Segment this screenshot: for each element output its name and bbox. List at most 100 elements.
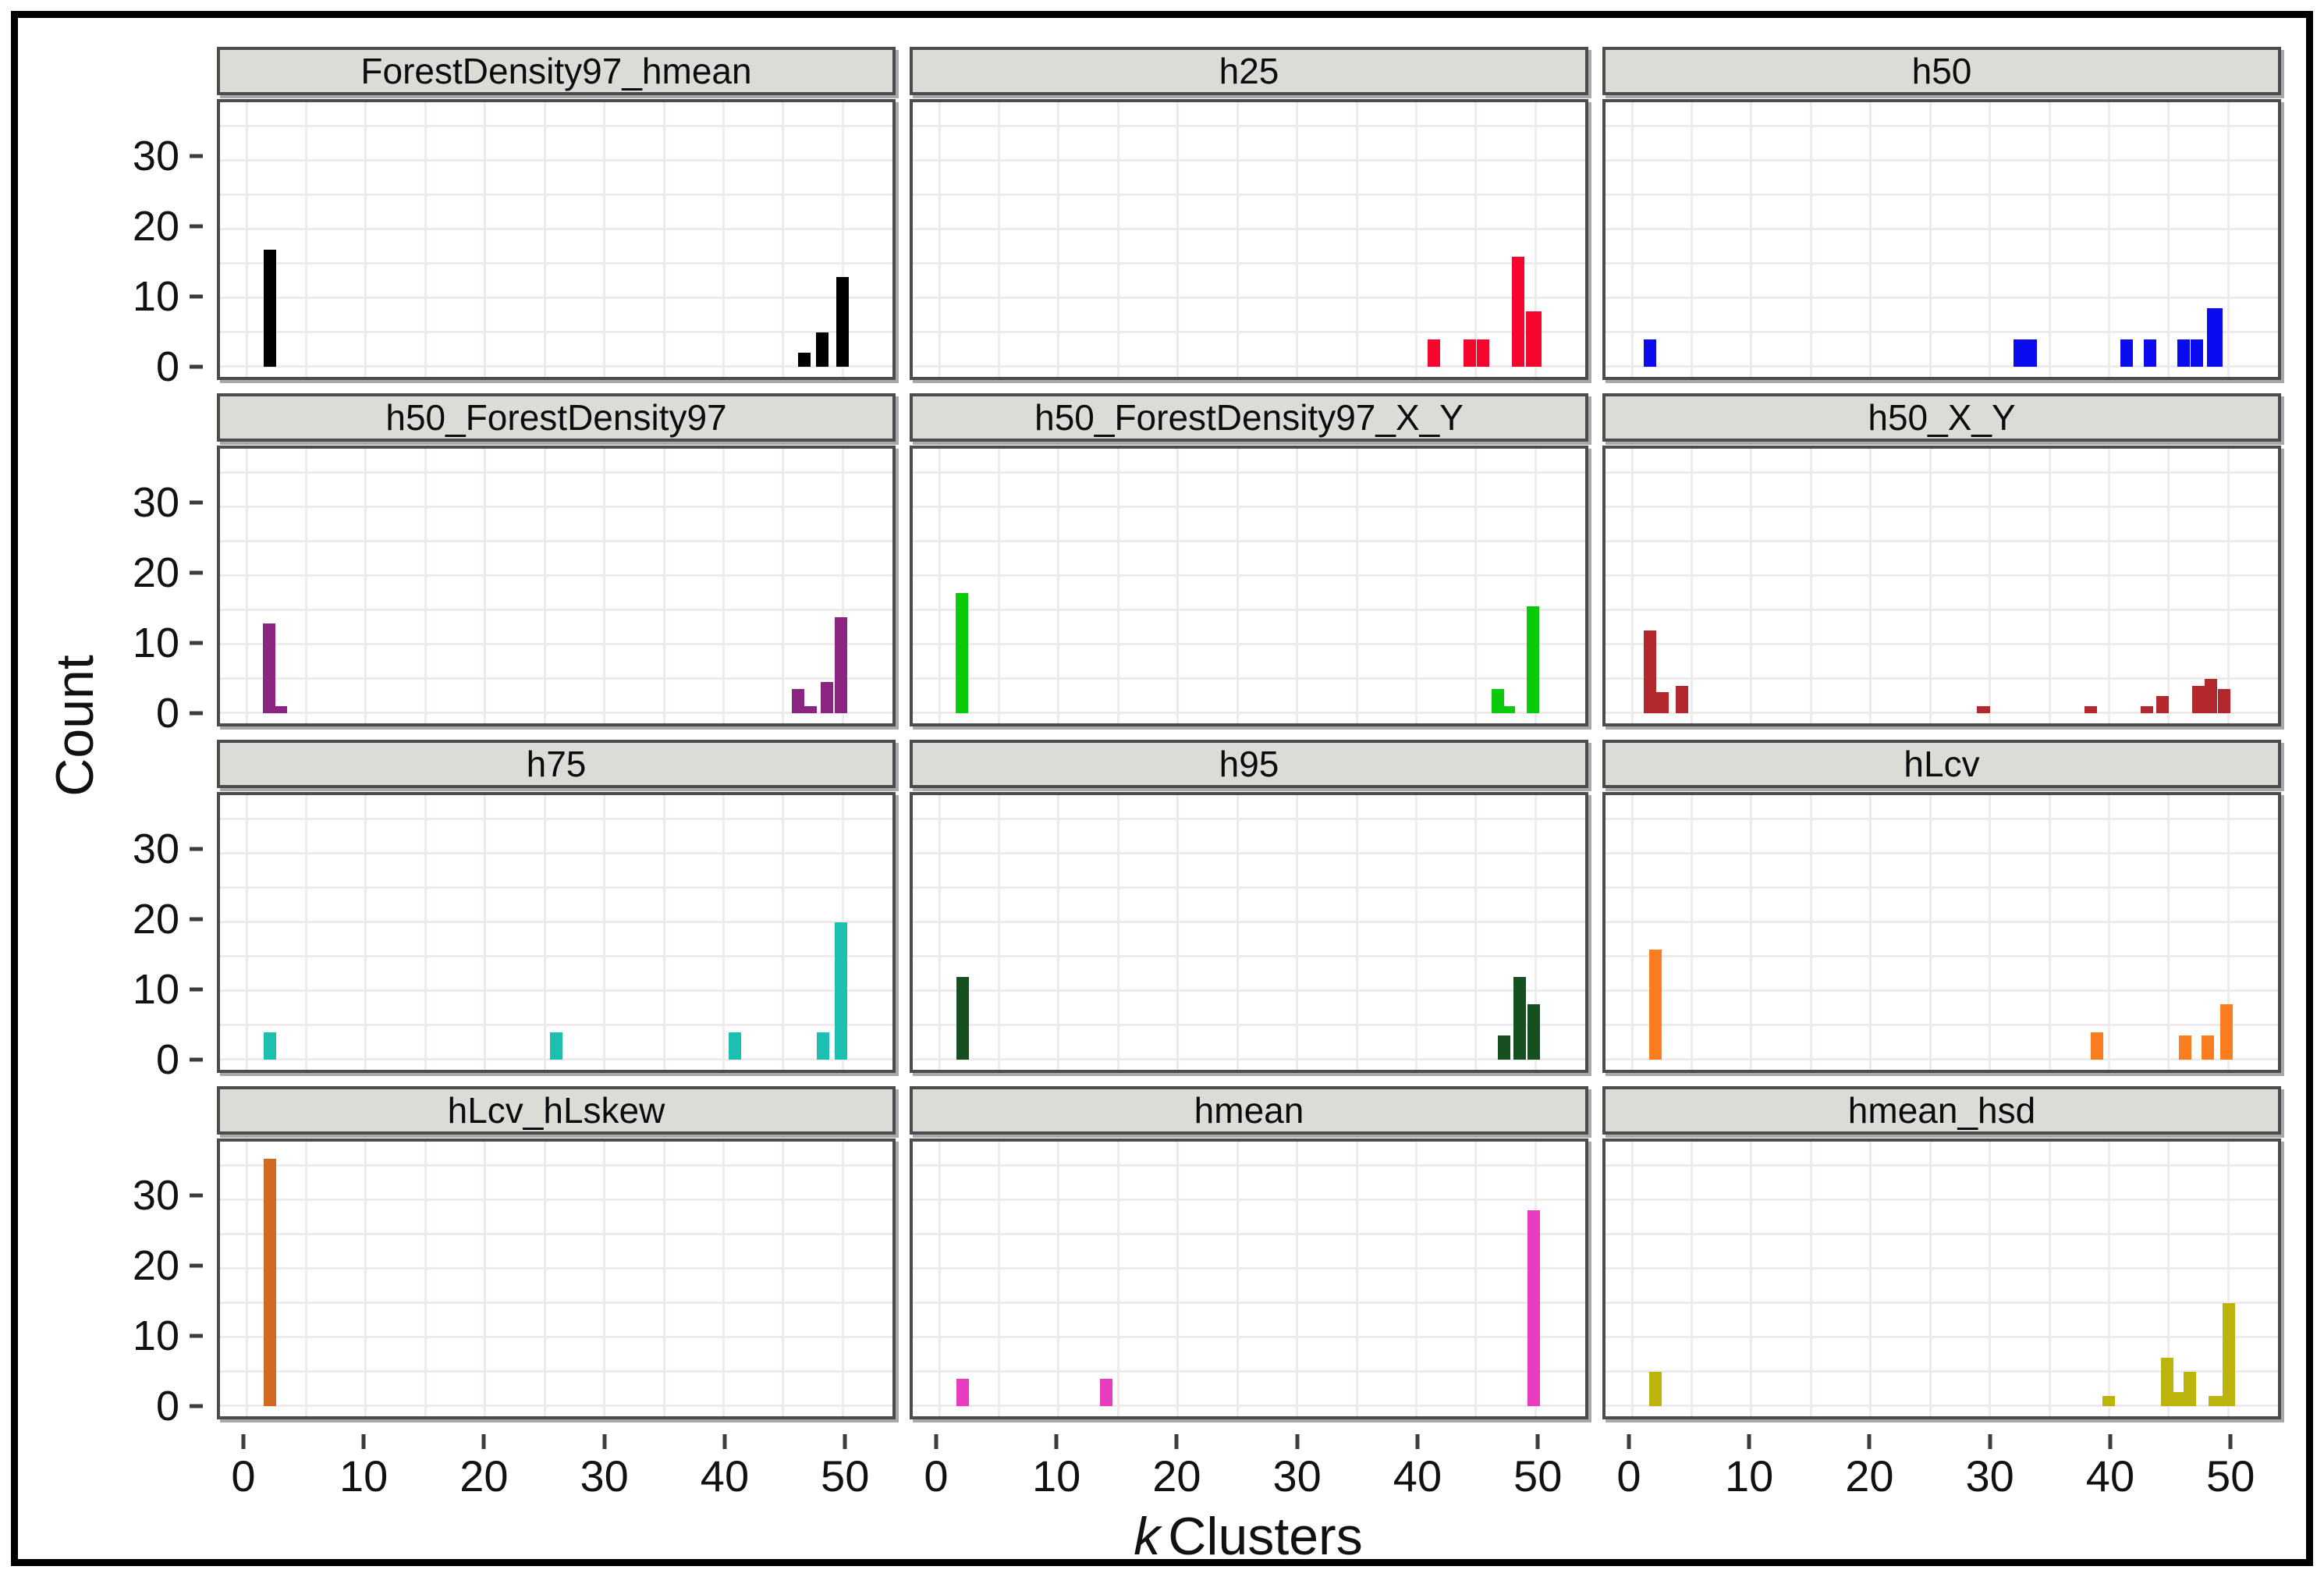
gridline-horizontal [1606, 296, 2278, 299]
x-tick-label: 10 [1725, 1451, 1774, 1501]
gridline-horizontal [220, 1232, 892, 1235]
facet-strip: hLcv [1602, 740, 2281, 788]
gridline-horizontal [220, 124, 892, 127]
y-tick-label: 30 [132, 1171, 179, 1219]
gridline-horizontal [913, 296, 1585, 299]
gridline-horizontal [913, 261, 1585, 265]
y-tick-label: 20 [132, 202, 179, 250]
histogram-bar [2183, 1371, 2196, 1406]
histogram-bar [2178, 1035, 2191, 1060]
histogram-bar [792, 689, 805, 713]
gridline-horizontal [913, 608, 1585, 611]
gridline-vertical [1750, 102, 1753, 377]
histogram-bar [1099, 1378, 1112, 1406]
facet-title: h50 [1911, 51, 1972, 91]
histogram-bar [2090, 1032, 2103, 1060]
gridline-horizontal [913, 1369, 1585, 1373]
gridline-vertical [1057, 449, 1060, 723]
gridline-vertical [662, 795, 665, 1070]
facet-plot-area [910, 99, 1588, 380]
gridline-vertical [305, 449, 308, 723]
y-tick-mark [190, 847, 203, 851]
gridline-horizontal [1606, 1335, 2278, 1338]
gridline-vertical [2226, 1142, 2230, 1416]
gridline-vertical [1296, 795, 1299, 1070]
gridline-horizontal [1606, 851, 2278, 854]
y-tick-mark [190, 641, 203, 645]
gridline-vertical [1296, 1142, 1299, 1416]
gridline-vertical [938, 1142, 941, 1416]
gridline-vertical [1809, 449, 1812, 723]
gridline-horizontal [220, 158, 892, 162]
facet-panel-h50: h50 [1602, 47, 2281, 380]
x-tick-mark [1535, 1434, 1540, 1449]
gridline-horizontal [913, 364, 1585, 368]
gridline-vertical [245, 102, 248, 377]
gridline-horizontal [1606, 1163, 2278, 1167]
gridline-vertical [1355, 102, 1358, 377]
gridline-horizontal [1606, 1023, 2278, 1026]
gridline-horizontal [913, 574, 1585, 577]
y-tick-mark [190, 917, 203, 921]
facet-panel-hmean: hmean [910, 1086, 1588, 1419]
x-tick-mark [1988, 1434, 1992, 1449]
y-tick-mark [190, 1263, 203, 1267]
gridline-vertical [1414, 102, 1417, 377]
gridline-horizontal [1606, 608, 2278, 611]
gridline-vertical [2048, 102, 2051, 377]
y-tick-mark [190, 987, 203, 991]
histogram-bar [2191, 685, 2205, 713]
y-tick-label: 0 [155, 1382, 179, 1430]
gridline-vertical [1474, 795, 1478, 1070]
gridline-vertical [364, 795, 367, 1070]
gridline-horizontal [1606, 505, 2278, 508]
gridline-horizontal [913, 158, 1585, 162]
y-tick-label: 30 [132, 478, 179, 526]
facet-strip: h95 [910, 740, 1588, 788]
x-tick-label: 20 [1845, 1451, 1894, 1501]
gridline-horizontal [220, 330, 892, 333]
x-tick-mark [241, 1434, 246, 1449]
x-tick-label: 0 [1616, 1451, 1641, 1501]
gridline-vertical [603, 102, 606, 377]
y-tick-label: 0 [155, 1035, 179, 1083]
gridline-vertical [305, 795, 308, 1070]
y-tick-mark [190, 500, 203, 504]
histogram-bar [1526, 606, 1539, 713]
histogram-bar [2191, 339, 2204, 367]
gridline-horizontal [1606, 1198, 2278, 1201]
facet-strip: h50_ForestDensity97 [217, 393, 896, 442]
facet-panel-h50_ForestDensity97: h50_ForestDensity97 [217, 393, 896, 726]
histogram-bar [817, 1032, 830, 1060]
gridline-horizontal [913, 1404, 1585, 1407]
histogram-bar [2201, 1035, 2214, 1060]
gridline-horizontal [1606, 193, 2278, 196]
gridline-horizontal [220, 711, 892, 714]
histogram-bar [1512, 257, 1525, 367]
x-tick-label: 40 [1393, 1451, 1442, 1501]
gridline-horizontal [1606, 471, 2278, 474]
facet-panel-h50_ForestDensity97_X_Y: h50_ForestDensity97_X_Y [910, 393, 1588, 726]
gridline-horizontal [1606, 330, 2278, 333]
y-tick-mark [190, 224, 203, 228]
x-tick-label: 50 [1513, 1451, 1563, 1501]
histogram-bar [264, 250, 277, 367]
gridline-horizontal [913, 851, 1585, 854]
histogram-bar [264, 1032, 277, 1060]
gridline-horizontal [1606, 886, 2278, 889]
y-tick-mark [190, 364, 203, 368]
gridline-vertical [1534, 102, 1537, 377]
gridline-horizontal [913, 193, 1585, 196]
histogram-bar [2155, 695, 2169, 713]
gridline-vertical [722, 795, 725, 1070]
gridline-horizontal [220, 296, 892, 299]
facet-panel-h50_X_Y: h50_X_Y [1602, 393, 2281, 726]
gridline-horizontal [220, 642, 892, 645]
y-tick-label: 30 [132, 132, 179, 179]
facet-panel-hmean_hsd: hmean_hsd [1602, 1086, 2281, 1419]
gridline-vertical [1691, 1142, 1694, 1416]
gridline-vertical [1534, 449, 1537, 723]
gridline-vertical [1116, 102, 1119, 377]
